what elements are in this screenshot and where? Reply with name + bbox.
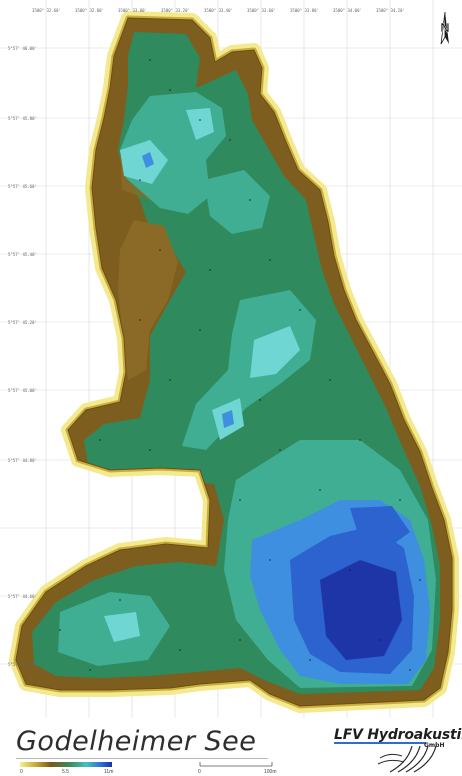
top-tick: 3500° 33.80' bbox=[290, 8, 319, 13]
map-canvas bbox=[0, 0, 462, 718]
depth-color-legend bbox=[20, 762, 112, 767]
top-tick: 3500° 33.00' bbox=[118, 8, 147, 13]
north-arrow-icon: N bbox=[440, 11, 450, 45]
top-tick: 3500° 32.60' bbox=[32, 8, 61, 13]
title-underline bbox=[16, 758, 268, 759]
company-suffix: GmbH bbox=[424, 742, 445, 749]
scale-label-end: 100m bbox=[264, 769, 277, 775]
top-tick: 3500° 33.40' bbox=[204, 8, 233, 13]
company-name: LFV Hydroakustik bbox=[334, 727, 462, 743]
top-tick: 3500° 33.60' bbox=[247, 8, 276, 13]
left-tick: 5°57' 44.40' bbox=[8, 662, 37, 667]
left-tick: 5°57' 45.80' bbox=[8, 116, 37, 121]
top-tick: 3500° 32.80' bbox=[75, 8, 104, 13]
scale-bar bbox=[199, 762, 273, 767]
left-tick: 5°57' 46.00' bbox=[8, 46, 37, 51]
scale-label-start: 0 bbox=[198, 769, 201, 775]
map-title: Godelheimer See bbox=[16, 726, 257, 757]
top-tick: 3500° 34.20' bbox=[376, 8, 405, 13]
left-tick: 5°57' 45.20' bbox=[8, 320, 37, 325]
north-label: N bbox=[440, 20, 449, 35]
depth-label-mid: 5.5 bbox=[62, 769, 69, 775]
lake-outline bbox=[15, 17, 453, 707]
top-tick: 3500° 34.00' bbox=[333, 8, 362, 13]
left-tick: 5°57' 44.60' bbox=[8, 594, 37, 599]
depth-label-min: 0 bbox=[20, 769, 23, 775]
company-logo-icon bbox=[377, 745, 437, 773]
depth-label-max: 11m bbox=[104, 769, 114, 775]
left-tick: 5°57' 45.60' bbox=[8, 184, 37, 189]
left-tick: 5°57' 45.40' bbox=[8, 252, 37, 257]
company-logo-underline bbox=[334, 742, 426, 744]
depth-zones bbox=[16, 18, 452, 706]
bathymetric-map: 3500° 32.60' 3500° 32.80' 3500° 33.00' 3… bbox=[0, 0, 462, 718]
sounding-points bbox=[59, 59, 421, 671]
left-tick: 5°57' 44.80' bbox=[8, 458, 37, 463]
left-tick: 5°57' 45.00' bbox=[8, 388, 37, 393]
top-tick: 3500° 33.20' bbox=[161, 8, 190, 13]
